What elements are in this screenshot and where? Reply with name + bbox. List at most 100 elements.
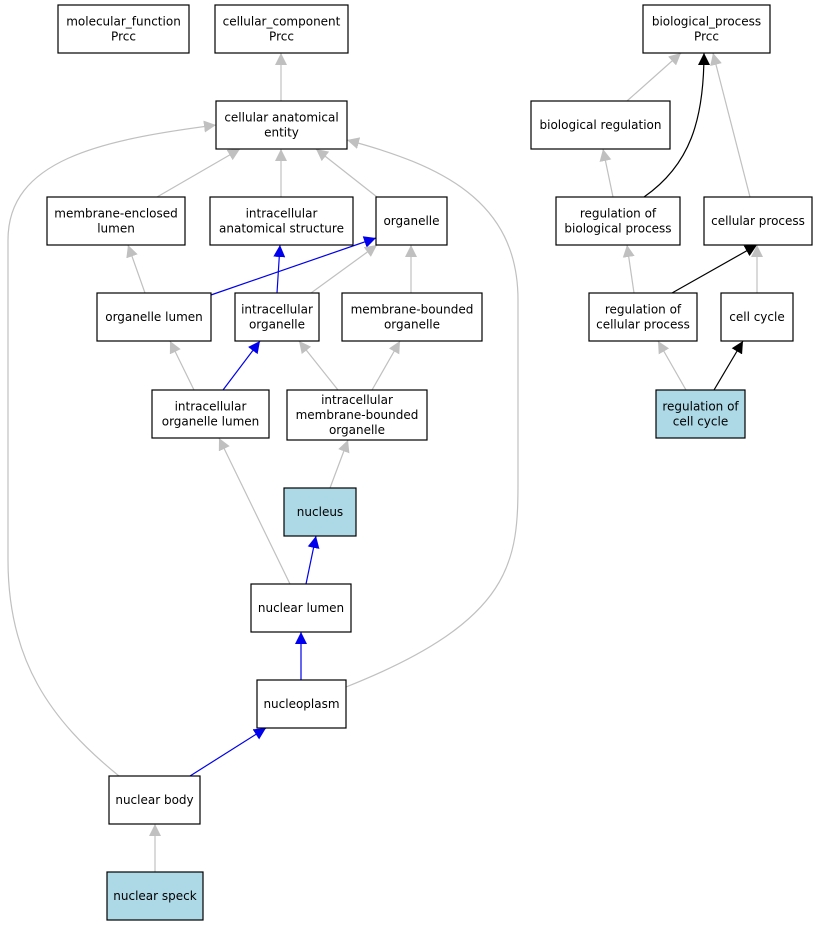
edge-line (345, 137, 519, 688)
node-nucleoplasm[interactable]: nucleoplasm (256, 679, 347, 729)
node-label-line: organelle (249, 318, 305, 332)
node-label-line: membrane-enclosed (54, 207, 178, 221)
node-label-line: organelle (384, 318, 440, 332)
node-label-line: biological process (564, 222, 671, 236)
node-label-line: regulation of (662, 400, 739, 414)
node-organelle[interactable]: organelle (375, 196, 448, 246)
edge-line (222, 340, 261, 391)
edge-regulation-of-cellular-process-to-regulation-of-biological-process (622, 244, 635, 294)
edge-line (126, 244, 146, 294)
node-box (96, 292, 212, 342)
edge-line (298, 340, 339, 391)
edge-intracellular-organelle-to-intracellular-anatomical-structure (273, 244, 286, 294)
edge-line (207, 236, 377, 297)
node-box (151, 389, 270, 439)
node-label-line: Prcc (269, 30, 294, 44)
node-label-line: lumen (97, 222, 135, 236)
node-box (57, 4, 190, 54)
edge-line (710, 52, 751, 198)
node-label-line: biological_process (652, 15, 761, 29)
node-label-line: membrane-bounded (351, 303, 474, 317)
edge-regulation-of-cell-cycle-to-cell-cycle (713, 340, 744, 391)
edge-nucleus-to-intracellular-membrane-bounded-organelle (329, 439, 350, 489)
edge-organelle-to-cellular-anatomical-entity (315, 148, 378, 198)
node-nuclear-lumen[interactable]: nuclear lumen (250, 583, 352, 633)
node-label-line: intracellular (241, 303, 313, 317)
node-box (46, 196, 186, 246)
edge-membrane-enclosed-lumen-to-cellular-anatomical-entity (156, 148, 241, 198)
node-label-line: intracellular (175, 400, 247, 414)
node-label-line: organelle lumen (162, 415, 260, 429)
edge-line (305, 535, 320, 585)
node-biological-regulation[interactable]: biological regulation (530, 100, 671, 150)
edge-biological-regulation-to-biological-process (626, 52, 682, 102)
edge-intracellular-membrane-bounded-organelle-to-membrane-bounded-organelle (371, 340, 401, 391)
node-box (286, 389, 428, 441)
edges-layer (7, 52, 763, 872)
edge-line (713, 340, 744, 391)
edge-line (310, 244, 378, 294)
edge-line (218, 437, 291, 585)
edge-nuclear-body-to-nucleoplasm (189, 727, 267, 777)
node-label-line: intracellular (321, 393, 393, 407)
node-cell-cycle[interactable]: cell cycle (720, 292, 794, 342)
edge-intracellular-organelle-to-organelle (310, 244, 378, 294)
node-cellular-process[interactable]: cellular process (703, 196, 813, 246)
edge-regulation-of-cell-cycle-to-regulation-of-cellular-process (657, 340, 687, 391)
node-nuclear-speck[interactable]: nuclear speck (106, 871, 204, 921)
edge-line (657, 340, 687, 391)
node-label-line: intracellular (246, 207, 318, 221)
edge-line (599, 148, 614, 198)
edge-organelle-lumen-to-membrane-enclosed-lumen (126, 244, 146, 294)
node-box (256, 679, 347, 729)
edge-line (626, 52, 682, 102)
node-box (283, 487, 357, 537)
node-label-line: cellular anatomical (224, 111, 338, 125)
edge-line (622, 244, 635, 294)
node-box (530, 100, 671, 150)
edge-nuclear-lumen-to-intracellular-organelle-lumen (218, 437, 291, 585)
node-label-line: molecular_function (66, 15, 181, 29)
node-organelle-lumen[interactable]: organelle lumen (96, 292, 212, 342)
edge-regulation-of-biological-process-to-biological-process (643, 52, 710, 198)
edge-line (315, 148, 378, 198)
node-box (588, 292, 698, 342)
edge-line (7, 120, 217, 777)
node-label-line: cell cycle (673, 415, 728, 429)
node-label-line: organelle (383, 214, 439, 228)
edge-regulation-of-cellular-process-to-cellular-process (671, 244, 758, 294)
edge-line (169, 340, 195, 391)
node-nuclear-body[interactable]: nuclear body (108, 775, 201, 825)
edge-nucleoplasm-to-cellular-anatomical-entity (345, 137, 519, 688)
node-box (703, 196, 813, 246)
edge-line (671, 244, 758, 294)
node-label-line: nuclear lumen (258, 601, 344, 615)
nodes-layer: molecular_functionPrcccellular_component… (46, 4, 813, 921)
node-label-line: cell cycle (729, 310, 784, 324)
node-label-line: membrane-bounded (296, 408, 419, 422)
node-label-line: organelle (329, 423, 385, 437)
node-label-line: nucleoplasm (263, 697, 339, 711)
node-nucleus[interactable]: nucleus (283, 487, 357, 537)
edge-line (273, 244, 286, 294)
edge-line (189, 727, 267, 777)
node-box (108, 775, 201, 825)
node-label-line: organelle lumen (105, 310, 203, 324)
node-label-line: nuclear body (115, 793, 193, 807)
edge-nuclear-lumen-to-nucleus (305, 535, 320, 585)
node-label-line: cellular_component (223, 15, 341, 29)
